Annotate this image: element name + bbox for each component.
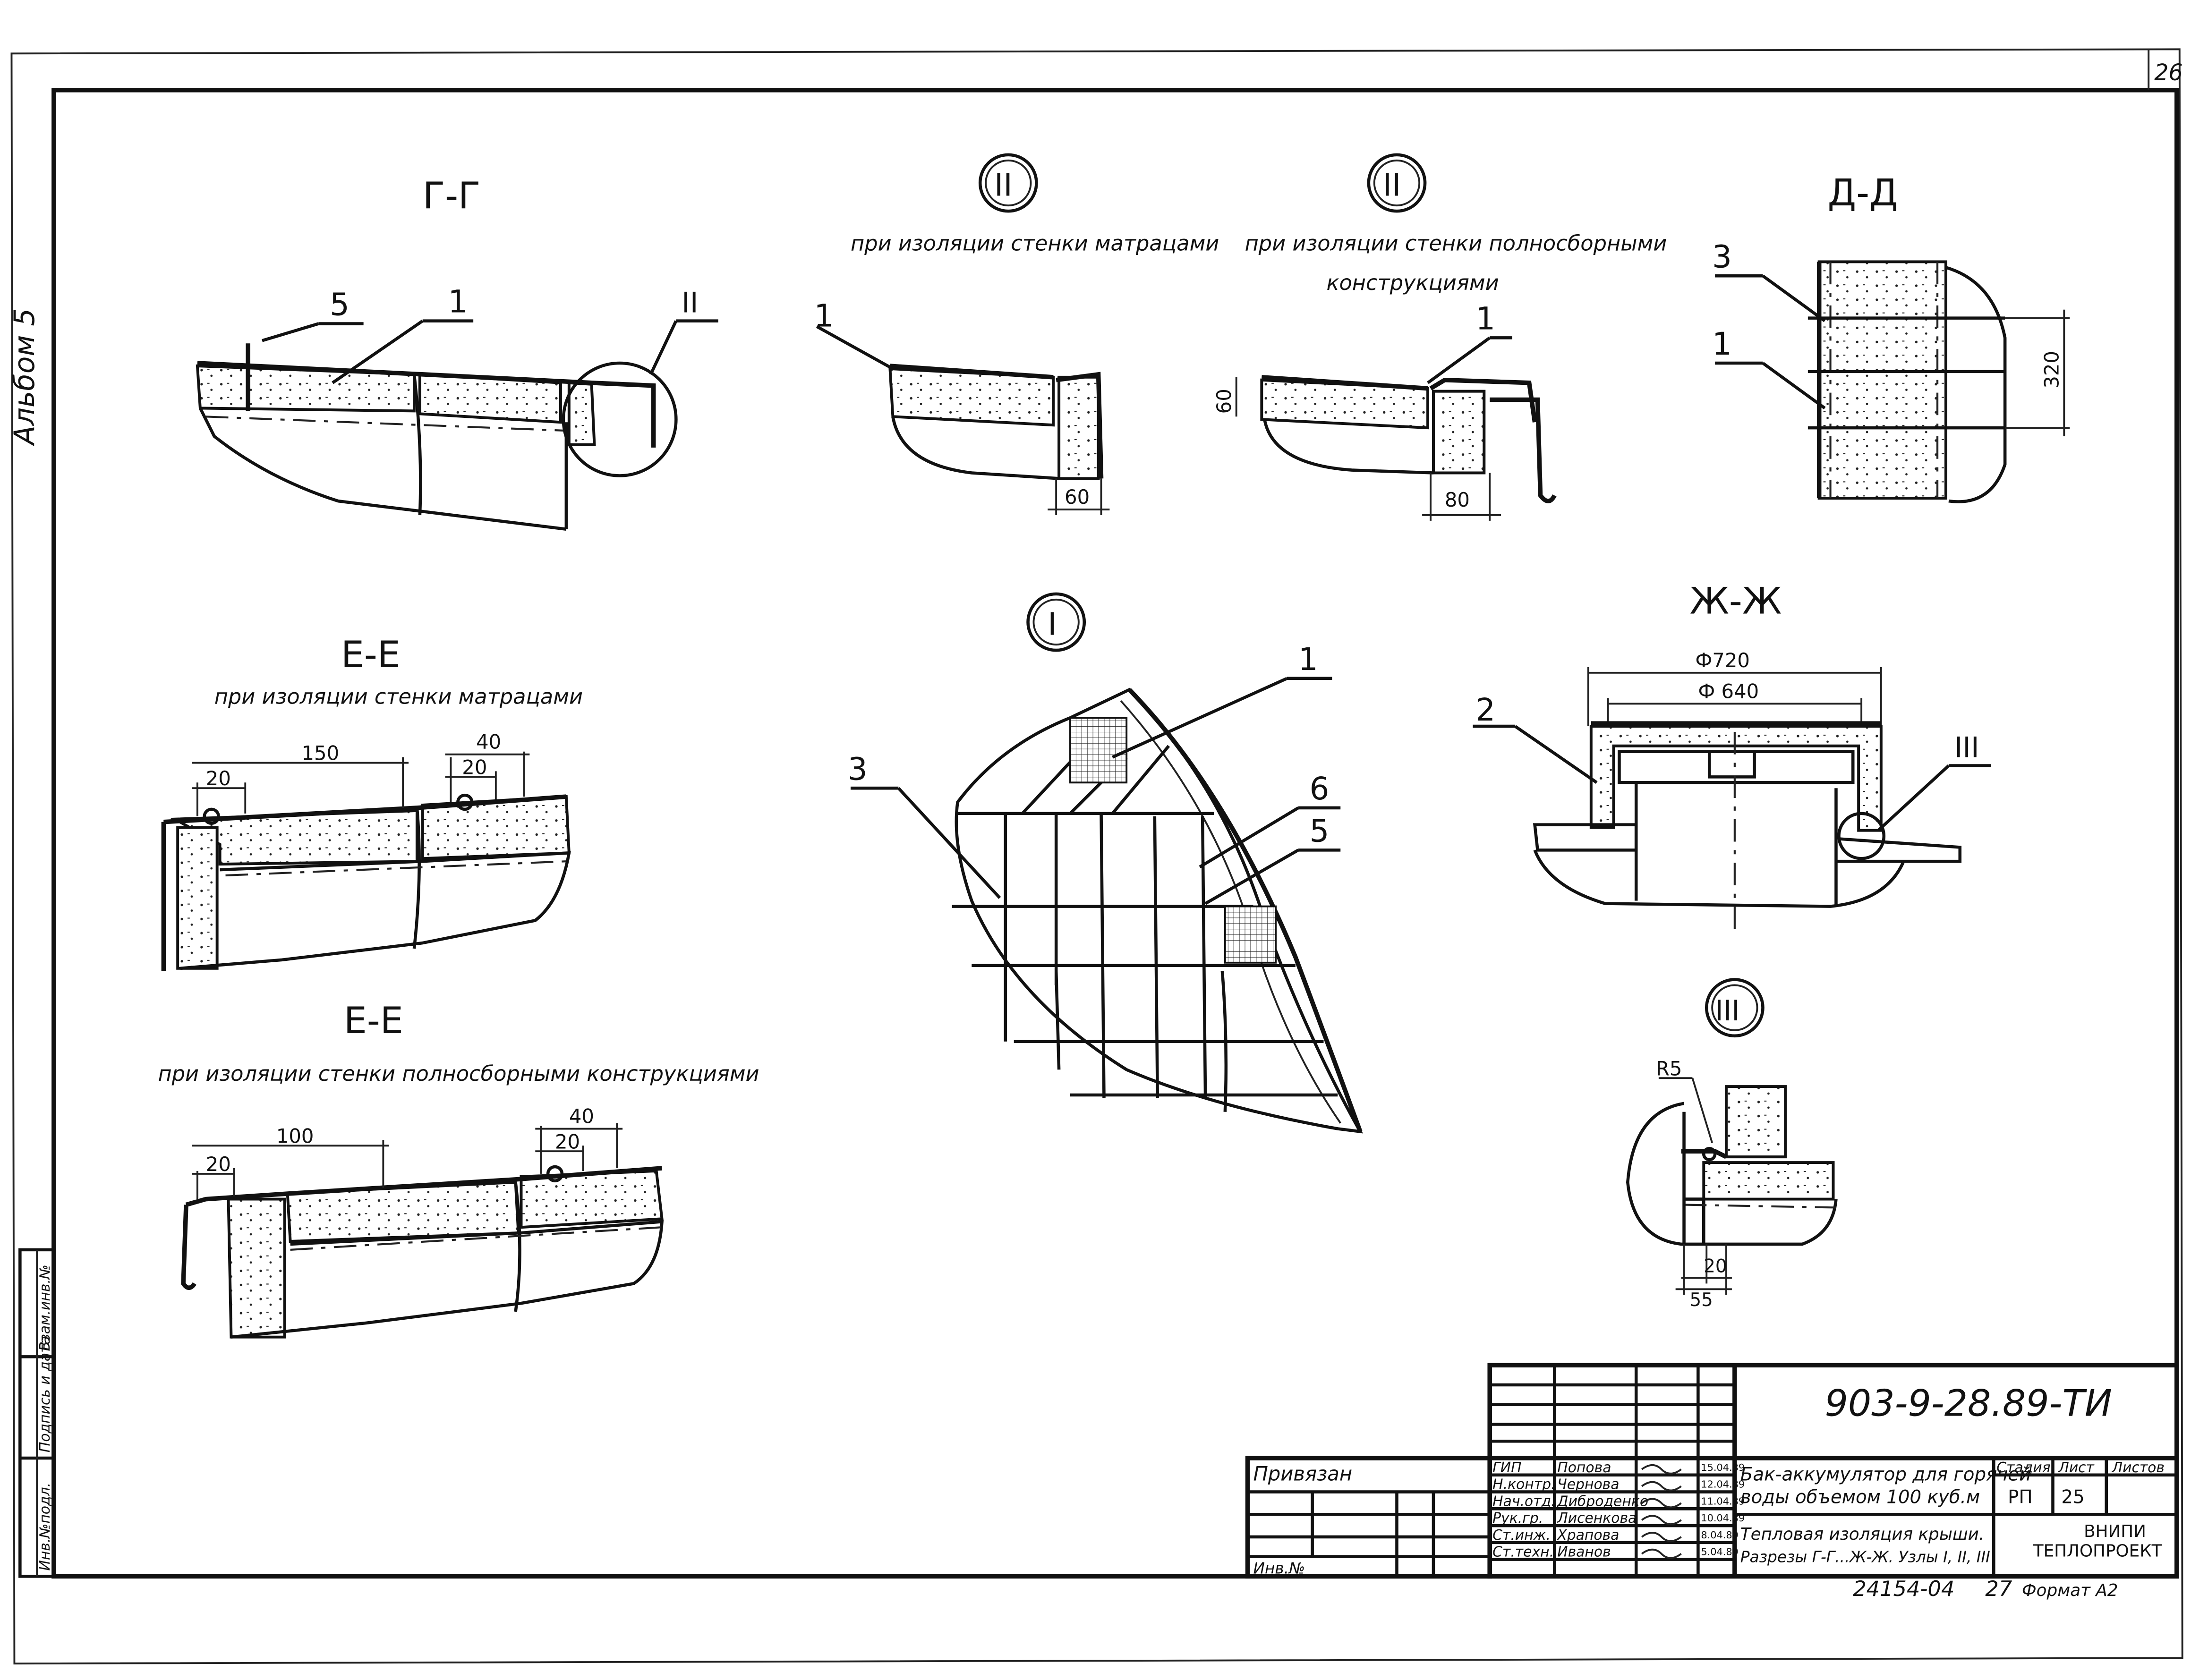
node1-callout-1: 1 [1298, 642, 1318, 678]
node2b-dim-v: 60 [1212, 389, 1236, 414]
date-4: 8.04.89 [1701, 1529, 1739, 1541]
node2a-caption: при изоляции стенки матрацами [851, 231, 1219, 256]
node2b: II при изоляции стенки полносборными кон… [1212, 153, 1667, 521]
ee1-dim-150: 150 [301, 742, 339, 765]
view-dd: Д-Д 320 3 1 [1712, 172, 2070, 503]
view-ee1-caption: при изоляции стенки матрацами [214, 684, 583, 709]
zz-callout-III: III [1954, 732, 1979, 764]
dd-callout-3: 3 [1712, 239, 1732, 275]
stage-label: Стадия [1996, 1459, 2050, 1476]
dd-dim: 320 [2040, 351, 2063, 389]
side-replace-label: Взам.инв.№ [37, 1264, 53, 1351]
view-dd-title: Д-Д [1828, 172, 1898, 214]
view-ee2: Е-Е при изоляции стенки полносборными ко… [158, 1000, 759, 1339]
sheets-label: Листов [2112, 1459, 2165, 1476]
zz-dim-inner: Ф 640 [1698, 679, 1759, 703]
ee1-dim-40: 40 [476, 730, 501, 754]
gg-callout-5: 5 [330, 287, 350, 323]
sheet-title-line1: Тепловая изоляция крыши. [1740, 1525, 1985, 1544]
gg-callout-II: II [682, 287, 698, 320]
node2b-mark: II [1383, 167, 1401, 203]
gg-callout-1: 1 [448, 284, 468, 320]
signatures [1641, 1464, 1682, 1559]
name-5: Иванов [1557, 1544, 1611, 1561]
side-sign-label: Подпись и дата [37, 1336, 53, 1452]
zz-callout-2: 2 [1475, 692, 1495, 728]
node2b-callout: 1 [1475, 301, 1495, 337]
view-zz-title: Ж-Ж [1689, 580, 1782, 623]
view-ee1-title: Е-Е [341, 634, 401, 676]
title-line2: воды объемом 100 куб.м [1740, 1486, 1980, 1508]
node3-radius: R5 [1656, 1057, 1682, 1080]
name-3: Лисенкова [1557, 1510, 1637, 1527]
view-gg-title: Г-Г [423, 175, 480, 217]
node2a-callout: 1 [814, 298, 834, 334]
sheet-frame: 26 Альбом 5 [9, 48, 2183, 1665]
name-1: Чернова [1557, 1476, 1619, 1493]
footer-page: 27 [1985, 1576, 2012, 1601]
dd-callout-1: 1 [1712, 326, 1732, 362]
view-zz: Ж-Ж Ф720 Ф 640 2 III [1473, 580, 1991, 932]
node1-callout-3: 3 [848, 751, 868, 787]
role-5: Ст.техн. [1492, 1544, 1554, 1561]
view-ee2-title: Е-Е [344, 1000, 403, 1042]
sheet-title-line2: Разрезы Г-Г...Ж-Ж. Узлы I, II, III [1740, 1548, 1990, 1566]
view-gg: Г-Г 5 1 II [196, 175, 718, 531]
side-stamp-table: Инв.№подл. Подпись и дата Взам.инв.№ [18, 1248, 56, 1578]
name-0: Попова [1557, 1459, 1611, 1476]
date-0: 15.04.89 [1701, 1462, 1745, 1473]
date-1: 12.04.89 [1701, 1479, 1745, 1490]
page-number: 26 [2154, 60, 2183, 86]
node2b-caption-2: конструкциями [1326, 270, 1499, 295]
node2a-dim: 60 [1065, 485, 1090, 509]
ee2-dim-20b: 20 [555, 1130, 580, 1153]
album-label: Альбом 5 [9, 308, 41, 447]
title-block: 903-9-28.89-ТИ Привязан Инв.№ ГИП Н.конт… [1245, 1363, 2179, 1601]
stamp-inv: Инв.№ [1253, 1559, 1305, 1577]
role-2: Нач.отд. [1492, 1493, 1555, 1510]
footer-format: Формат А2 [2022, 1581, 2118, 1600]
node2b-dim-h: 80 [1445, 488, 1470, 511]
ee2-dim-100: 100 [276, 1124, 314, 1147]
ee2-dim-40: 40 [569, 1105, 594, 1128]
node1-callout-5: 5 [1310, 813, 1330, 849]
date-2: 11.04.89 [1701, 1495, 1745, 1507]
stamp-privyazan: Привязан [1253, 1462, 1352, 1485]
node1: I 1 3 6 5 [848, 592, 1364, 1134]
role-4: Ст.инж. [1492, 1527, 1551, 1544]
name-4: Храпова [1556, 1527, 1619, 1544]
date-5: 5.04.89 [1701, 1546, 1739, 1558]
title-line1: Бак-аккумулятор для горячей [1740, 1464, 2031, 1485]
role-3: Рук.гр. [1492, 1510, 1543, 1527]
role-1: Н.контр. [1492, 1476, 1555, 1493]
node2a: II при изоляции стенки матрацами 1 60 [814, 153, 1219, 515]
sheet-value: 25 [2061, 1486, 2084, 1508]
node3: III R5 20 55 [1626, 978, 1838, 1311]
role-0: ГИП [1492, 1459, 1521, 1476]
view-ee2-caption: при изоляции стенки полносборными констр… [158, 1061, 759, 1086]
org-line1: ВНИПИ [2084, 1522, 2146, 1541]
sheet-label: Лист [2058, 1459, 2095, 1476]
node2b-caption-1: при изоляции стенки полносборными [1245, 231, 1667, 256]
ee1-dim-20a: 20 [206, 767, 231, 790]
ee2-dim-20a: 20 [206, 1153, 231, 1176]
stamp-code: 903-9-28.89-ТИ [1825, 1383, 2112, 1425]
zz-dim-outer: Ф720 [1695, 649, 1750, 672]
node3-dim-20: 20 [1704, 1256, 1727, 1277]
ee1-dim-20b: 20 [462, 755, 487, 779]
node3-dim-55: 55 [1689, 1290, 1713, 1311]
view-ee1: Е-Е при изоляции стенки матрацами 150 20… [161, 634, 583, 971]
node1-callout-6: 6 [1310, 771, 1330, 807]
side-inv-label: Инв.№подл. [37, 1483, 53, 1571]
node1-mark: I [1048, 606, 1057, 642]
footer-number: 24154-04 [1853, 1576, 1954, 1601]
org-line2: ТЕПЛОПРОЕКТ [2033, 1542, 2162, 1561]
node2a-mark: II [994, 167, 1013, 203]
node3-mark: III [1715, 995, 1740, 1027]
date-3: 10.04.89 [1701, 1512, 1745, 1524]
name-2: Диброденко [1556, 1493, 1648, 1510]
stage-value: РП [2008, 1486, 2032, 1508]
